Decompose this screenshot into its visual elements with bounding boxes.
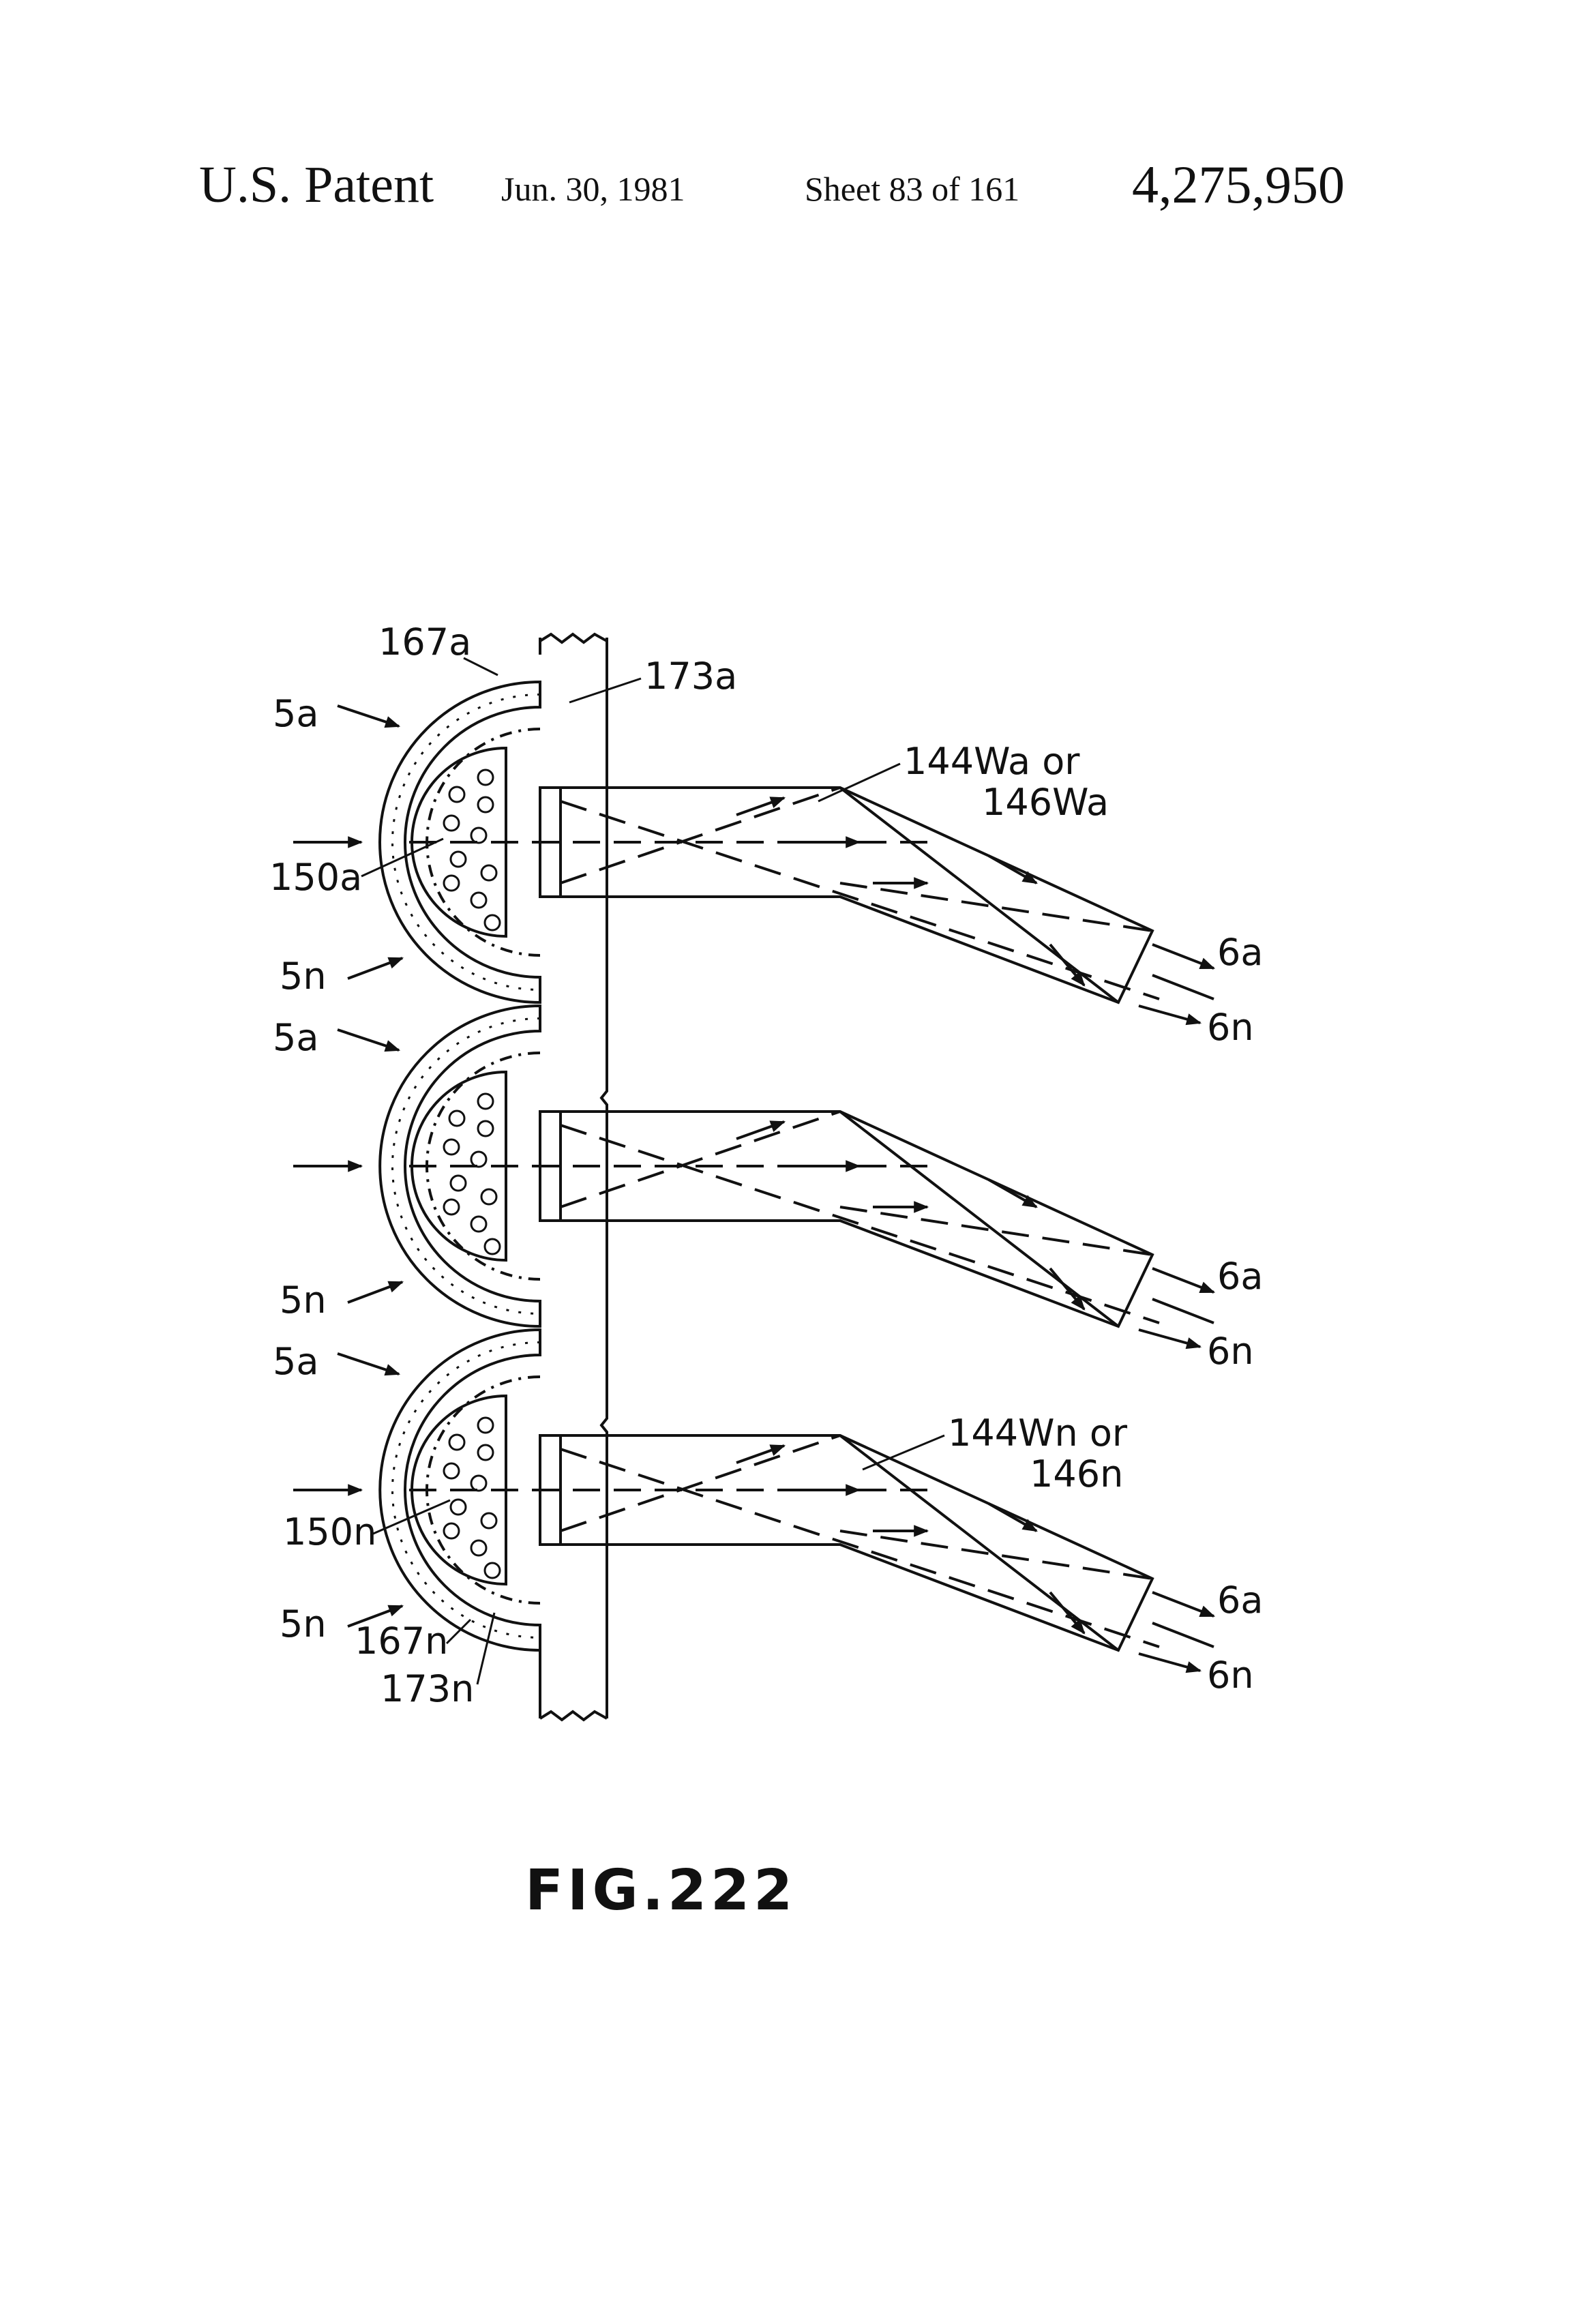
output-arrow-6a [1152, 1268, 1214, 1292]
output-arrow-6n [1139, 1330, 1200, 1347]
figure-caption: FIG.222 [525, 1858, 796, 1923]
input-arrow-5n [348, 958, 402, 979]
label-6n: 6n [1207, 1330, 1254, 1373]
wall-break-bottom [540, 1712, 607, 1720]
label-144wa: 144Wa or [904, 740, 1080, 783]
ray-arrow [989, 1504, 1036, 1531]
particle [471, 1476, 486, 1491]
label-150a: 150a [269, 856, 362, 899]
particle [471, 1540, 486, 1555]
leader-line [569, 679, 641, 702]
input-arrow-5a [338, 1354, 399, 1374]
output-line [1152, 1623, 1214, 1647]
particle [478, 1445, 493, 1460]
input-arrow-5a [338, 1030, 399, 1050]
collector-unit [293, 682, 1214, 1023]
output-arrow-6a [1152, 944, 1214, 968]
output-arrow-6n [1139, 1654, 1200, 1671]
beam-dash-b [561, 1435, 840, 1531]
particle [478, 770, 493, 785]
label-146wa: 146Wa [982, 781, 1109, 824]
particle [451, 1500, 466, 1515]
label-167n: 167n [355, 1620, 448, 1663]
particle [444, 1523, 459, 1538]
particle [481, 865, 496, 880]
particle [444, 876, 459, 891]
beam-dash-b [561, 788, 840, 883]
wall-break-top [540, 634, 607, 642]
output-line [1152, 975, 1214, 999]
ray-arrow [989, 856, 1036, 883]
particle [451, 1176, 466, 1191]
input-arrow-5a [338, 706, 399, 726]
label-5a: 5a [273, 1016, 318, 1059]
particle [444, 1200, 459, 1215]
particle [478, 1418, 493, 1433]
label-6n: 6n [1207, 1006, 1254, 1049]
output-arrow-6n [1139, 1006, 1200, 1023]
label-146n: 146n [1030, 1452, 1123, 1495]
leader-line [477, 1613, 494, 1684]
label-6a: 6a [1217, 931, 1263, 974]
label-5a: 5a [273, 692, 318, 735]
label-150n: 150n [283, 1510, 376, 1553]
ray-arrow [736, 1122, 784, 1139]
particle [485, 1239, 500, 1254]
beam-dash-b [561, 1112, 840, 1207]
particle [449, 1435, 464, 1450]
particle [444, 1463, 459, 1478]
label-173n: 173n [380, 1667, 474, 1710]
light-guide [561, 1112, 1152, 1326]
label-5a: 5a [273, 1340, 318, 1383]
particle [444, 1139, 459, 1154]
ray-arrow [989, 1180, 1036, 1207]
label-144wn: 144Wn or [948, 1412, 1128, 1455]
output-line [1152, 1299, 1214, 1323]
particle [449, 787, 464, 802]
label-5n: 5n [280, 955, 327, 998]
particle [471, 1217, 486, 1232]
label-6a: 6a [1217, 1255, 1263, 1298]
ray-arrow [736, 798, 784, 815]
particle [444, 816, 459, 831]
particle [481, 1513, 496, 1528]
output-arrow-6a [1152, 1592, 1214, 1616]
label-173a: 173a [644, 655, 737, 698]
label-5n: 5n [280, 1603, 327, 1645]
particle [449, 1111, 464, 1126]
particle [451, 852, 466, 867]
ray-arrow [736, 1446, 784, 1463]
particle [478, 1121, 493, 1136]
collector-units [293, 682, 1214, 1671]
particle [471, 1152, 486, 1167]
label-5n: 5n [280, 1279, 327, 1322]
label-167a: 167a [378, 621, 471, 664]
wall-right-edge [601, 638, 607, 1718]
collector-unit [293, 1006, 1214, 1347]
particle [481, 1189, 496, 1204]
input-arrow-5n [348, 1282, 402, 1302]
label-6a: 6a [1217, 1579, 1263, 1622]
label-6n: 6n [1207, 1654, 1254, 1697]
particle [485, 1563, 500, 1578]
particle [478, 1094, 493, 1109]
leader-line [464, 658, 498, 675]
particle [471, 893, 486, 908]
particle [478, 797, 493, 812]
particle [485, 915, 500, 930]
particle [471, 828, 486, 843]
